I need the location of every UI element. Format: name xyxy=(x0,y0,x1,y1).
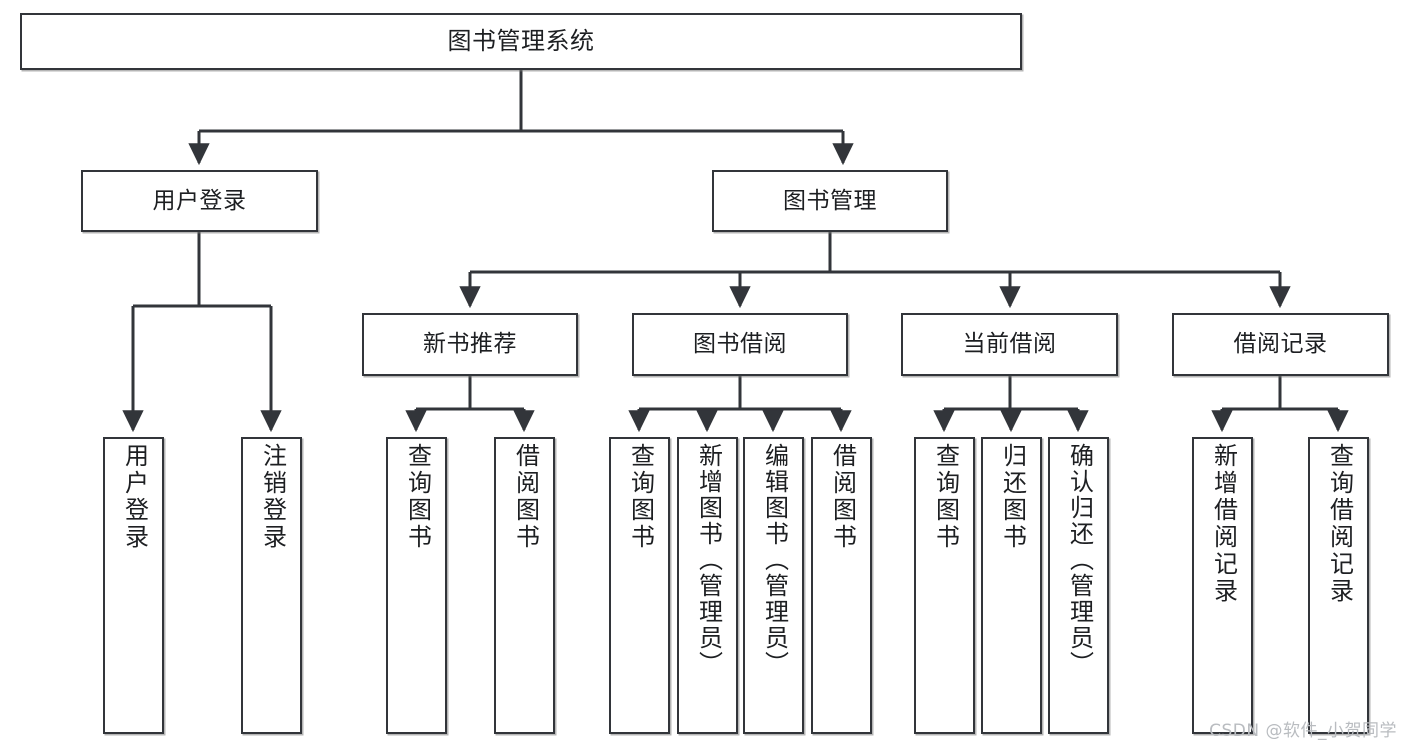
node-label: 图书管理 xyxy=(783,187,877,214)
node-label: 当前借阅 xyxy=(962,331,1057,358)
node-label: 图书借阅 xyxy=(693,331,787,358)
leaf-current-return-book[interactable]: 归还图书 xyxy=(981,437,1042,734)
node-label: 借阅图书 xyxy=(511,443,540,551)
node-root-system[interactable]: 图书管理系统 xyxy=(20,13,1022,70)
node-label: 新增图书（管理员） xyxy=(694,443,723,677)
leaf-current-query-book[interactable]: 查询图书 xyxy=(914,437,975,734)
node-current-borrow[interactable]: 当前借阅 xyxy=(901,313,1118,376)
node-new-book-recommend[interactable]: 新书推荐 xyxy=(362,313,578,376)
node-label: 查询图书 xyxy=(403,443,432,551)
node-label: 用户登录 xyxy=(120,443,149,551)
node-label: 查询图书 xyxy=(626,443,655,551)
leaf-user-login-logout[interactable]: 注销登录 xyxy=(241,437,302,734)
node-label: 归还图书 xyxy=(998,443,1027,551)
node-label: 查询图书 xyxy=(931,443,960,551)
node-label: 注销登录 xyxy=(258,443,287,551)
csdn-watermark: CSDN @软件_小贺同学 xyxy=(1209,721,1397,741)
leaf-user-login-login[interactable]: 用户登录 xyxy=(103,437,164,734)
node-label: 借阅记录 xyxy=(1233,331,1328,358)
node-book-borrow[interactable]: 图书借阅 xyxy=(632,313,848,376)
leaf-borrow-query-book[interactable]: 查询图书 xyxy=(609,437,670,734)
leaf-borrow-borrow-book[interactable]: 借阅图书 xyxy=(811,437,872,734)
leaf-record-add-record[interactable]: 新增借阅记录 xyxy=(1192,437,1253,734)
node-label: 编辑图书（管理员） xyxy=(760,443,789,677)
leaf-borrow-add-book-admin[interactable]: 新增图书（管理员） xyxy=(677,437,738,734)
node-label: 确认归还（管理员） xyxy=(1065,443,1094,677)
node-user-login[interactable]: 用户登录 xyxy=(81,170,318,232)
leaf-current-confirm-return-admin[interactable]: 确认归还（管理员） xyxy=(1048,437,1109,734)
node-label: 用户登录 xyxy=(152,187,247,214)
node-label: 查询借阅记录 xyxy=(1325,443,1354,605)
node-label: 新增借阅记录 xyxy=(1209,443,1238,605)
node-label: 借阅图书 xyxy=(828,443,857,551)
leaf-borrow-edit-book-admin[interactable]: 编辑图书（管理员） xyxy=(743,437,804,734)
leaf-recommend-borrow-book[interactable]: 借阅图书 xyxy=(494,437,555,734)
node-borrow-record[interactable]: 借阅记录 xyxy=(1172,313,1389,376)
node-book-management[interactable]: 图书管理 xyxy=(712,170,948,232)
leaf-recommend-query-book[interactable]: 查询图书 xyxy=(386,437,447,734)
node-label: 图书管理系统 xyxy=(447,26,595,55)
node-label: 新书推荐 xyxy=(423,331,517,358)
leaf-record-query-record[interactable]: 查询借阅记录 xyxy=(1308,437,1369,734)
